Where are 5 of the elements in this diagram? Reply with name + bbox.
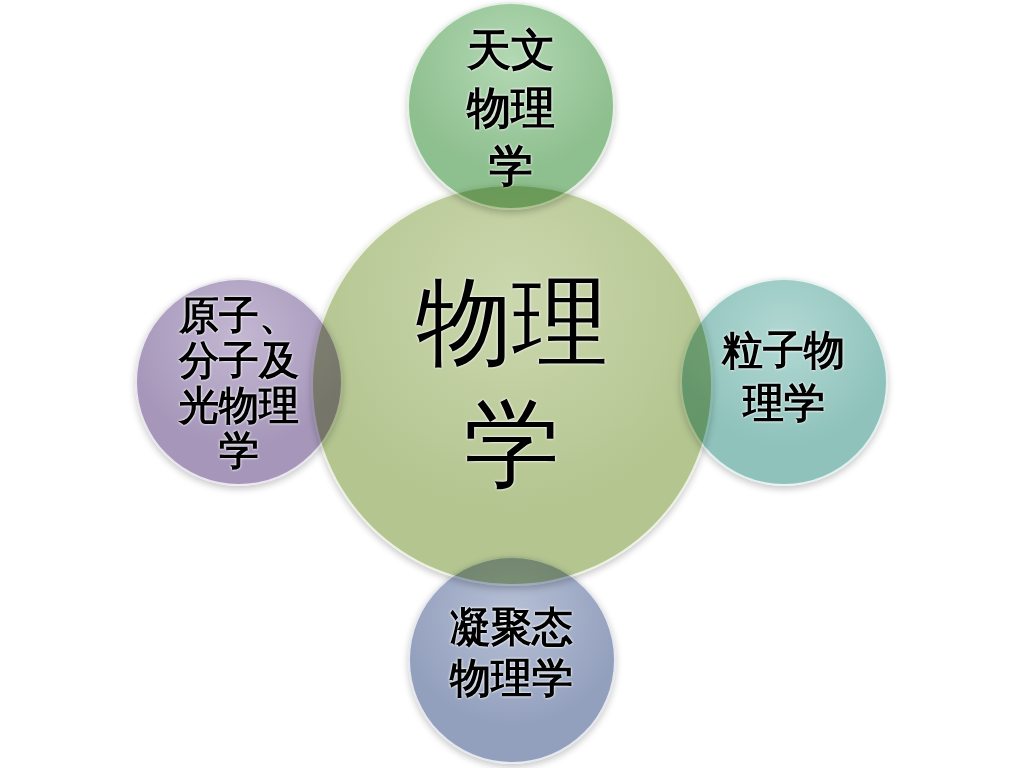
circle-label: 天文物理学	[465, 23, 556, 193]
circle-label: 凝聚态物理学	[448, 602, 575, 704]
circle-label: 粒子物理学	[720, 325, 847, 429]
circle-label: 物理学	[415, 265, 609, 502]
circle-label: 原子、分子及光物理学	[177, 292, 300, 472]
